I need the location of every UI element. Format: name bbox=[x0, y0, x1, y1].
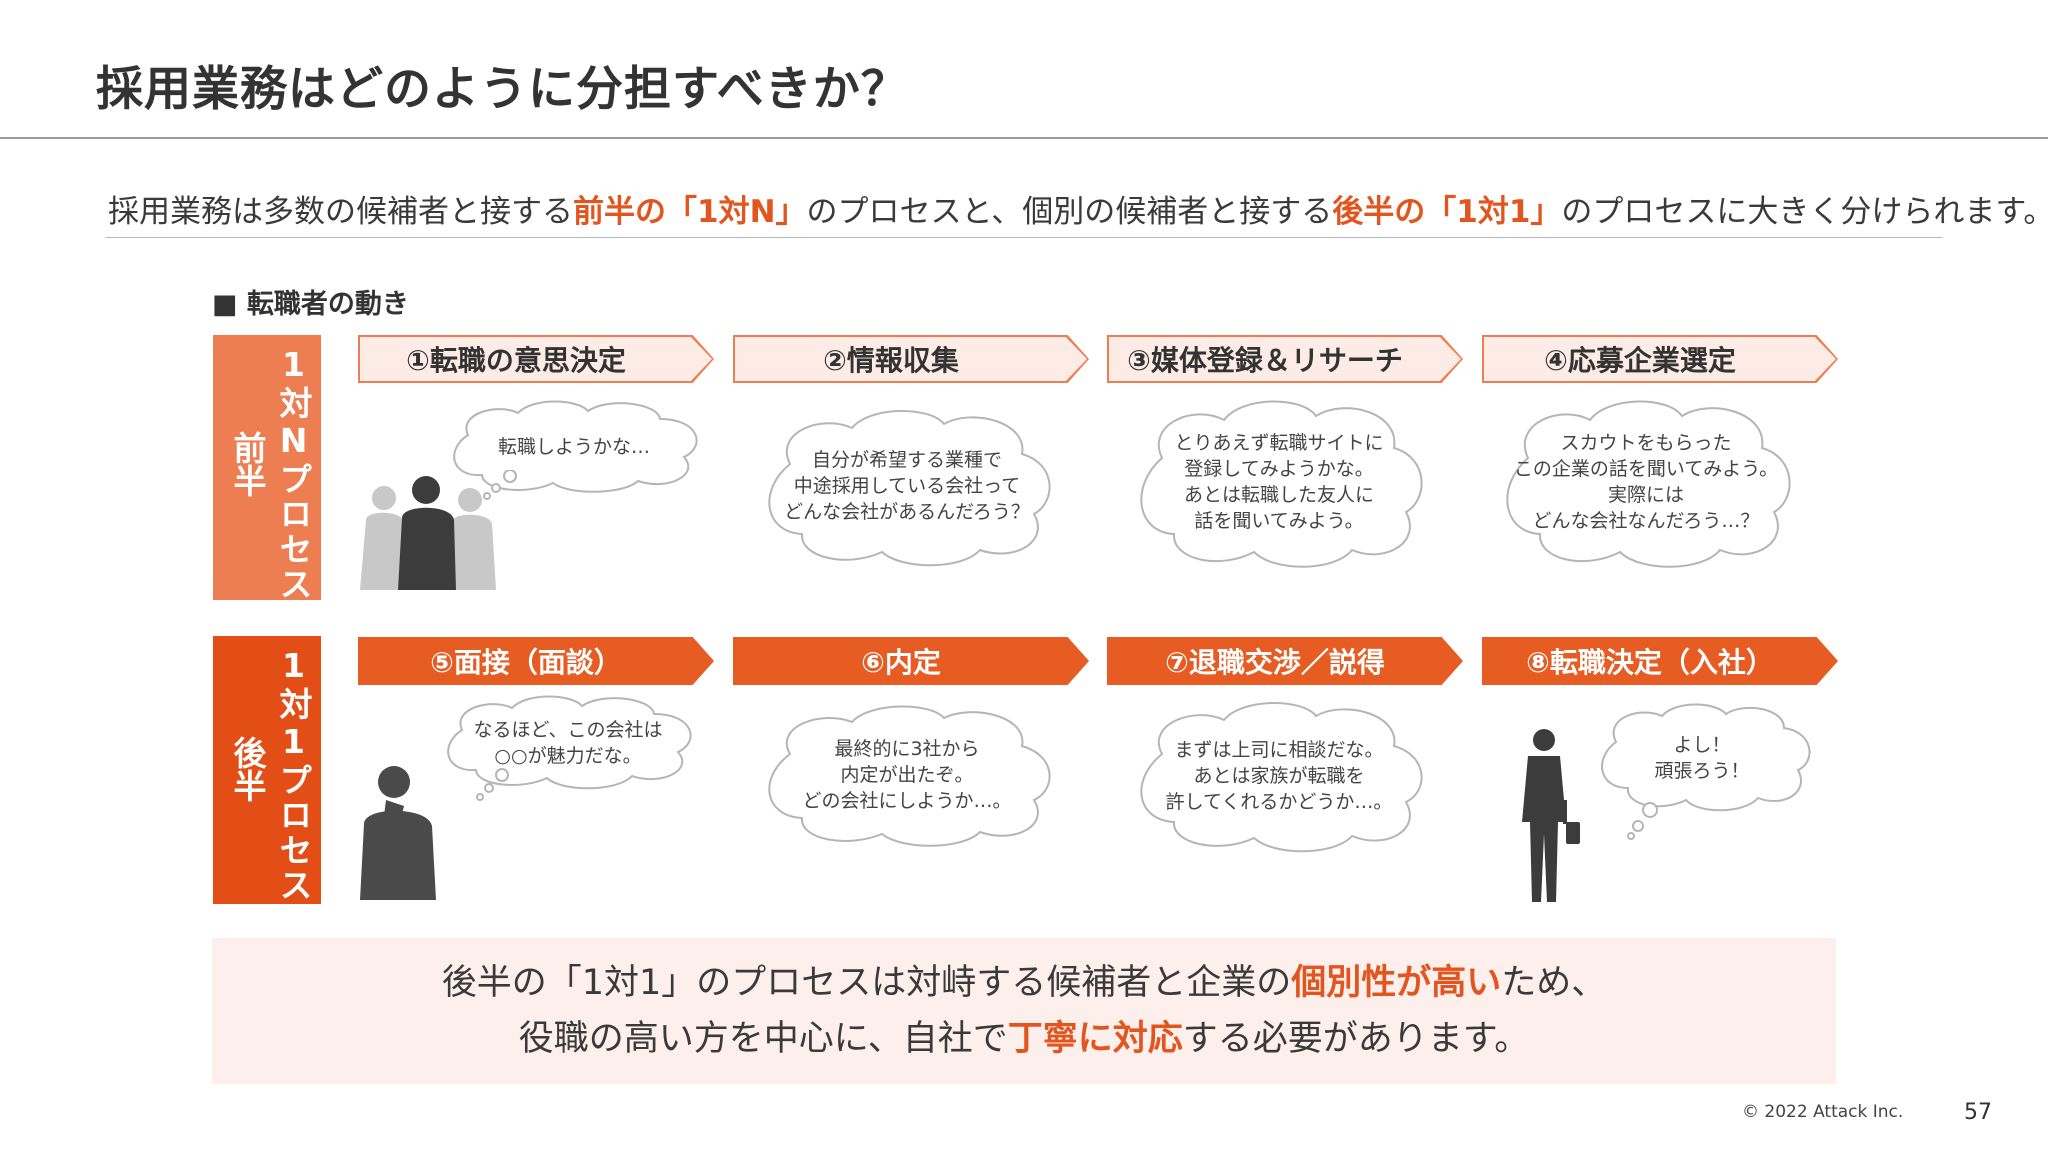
thought-bubble-1: 転職しようかな… bbox=[438, 395, 710, 499]
page-number: 57 bbox=[1964, 1100, 1992, 1125]
band-late-phase-label: 後半 bbox=[228, 736, 267, 802]
subtitle-highlight-1: 前半の「1対N」 bbox=[573, 194, 807, 230]
cloud-icon bbox=[447, 695, 692, 790]
step-6-arrow: ⑥内定 bbox=[733, 637, 1089, 685]
conclusion-box bbox=[212, 938, 1836, 1084]
thought-bubble-4: スカウトをもらった この企業の話を聞いてみよう。 実際には どんな会社なんだろう… bbox=[1490, 392, 1802, 572]
thought-bubble-7-text: まずは上司に相談だな。 あとは家族が転職を 許してくれるかどうか…。 bbox=[1165, 739, 1393, 813]
subtitle: 採用業務は多数の候補者と接する前半の「1対N」のプロセスと、個別の候補者と接する… bbox=[108, 186, 2048, 231]
cloud-icon bbox=[1140, 400, 1423, 568]
conclusion-line2-highlight: 丁寧に対応 bbox=[1007, 1019, 1183, 1059]
copyright: © 2022 Attack Inc. bbox=[1742, 1102, 1904, 1122]
cloud-icon bbox=[1601, 703, 1811, 812]
subtitle-part1: 採用業務は多数の候補者と接する bbox=[108, 194, 573, 230]
thought-bubble-3: とりあえず転職サイトに 登録してみようかな。 あとは転職した友人に 話を聞いてみ… bbox=[1124, 392, 1434, 572]
thinking-people-icon bbox=[360, 476, 496, 590]
conclusion-line1-a: 後半の「1対1」のプロセスは対峙する候補者と企業の bbox=[441, 963, 1292, 1003]
cloud-icon bbox=[768, 705, 1051, 847]
step-5-arrow: ⑤面接（面談） bbox=[358, 637, 714, 685]
step-2-arrow: ②情報収集 bbox=[733, 335, 1089, 383]
thought-bubble-8-text: よし！ 頑張ろう！ bbox=[1654, 734, 1750, 782]
step-7-label: ⑦退職交渉／説得 bbox=[1165, 646, 1385, 679]
conclusion-line2-a: 役職の高い方を中心に、自社で bbox=[518, 1019, 1008, 1059]
band-late-process-label: 1対1プロセス bbox=[274, 646, 313, 903]
step-8-label: ⑧転職決定（入社） bbox=[1526, 646, 1774, 679]
cloud-icon bbox=[1506, 400, 1791, 568]
step-5-label: ⑤面接（面談） bbox=[430, 646, 622, 679]
step-8-arrow: ⑧転職決定（入社） bbox=[1482, 637, 1838, 685]
step-1-label: ①転職の意思決定 bbox=[406, 344, 626, 377]
step-7-arrow: ⑦退職交渉／説得 bbox=[1107, 637, 1463, 685]
band-late-phase: 後半 1対1プロセス bbox=[213, 636, 321, 904]
thought-bubble-3-text: とりあえず転職サイトに 登録してみようかな。 あとは転職した友人に 話を聞いてみ… bbox=[1174, 432, 1384, 532]
thought-dots-8 bbox=[1627, 802, 1658, 840]
conclusion-line1-b: ため、 bbox=[1501, 963, 1607, 1003]
cloud-icon bbox=[1140, 701, 1423, 853]
title-divider bbox=[0, 137, 2048, 139]
band-early-phase-label: 前半 bbox=[228, 431, 267, 497]
step-1-arrow: ①転職の意思決定 bbox=[358, 335, 714, 383]
thinking-person-icon bbox=[360, 766, 436, 900]
band-early-phase: 前半 1対Nプロセス bbox=[213, 335, 321, 602]
thought-dots-5 bbox=[476, 768, 509, 801]
conclusion-line1-highlight: 個別性が高い bbox=[1291, 963, 1502, 1003]
cloud-icon bbox=[768, 409, 1051, 567]
subtitle-highlight-2: 後半の「1対1」 bbox=[1332, 194, 1562, 230]
step-4-arrow: ④応募企業選定 bbox=[1482, 335, 1838, 383]
thought-bubble-2: 自分が希望する業種で 中途採用している会社って どんな会社があるんだろう？ bbox=[752, 402, 1062, 570]
subtitle-part2: のプロセスと、個別の候補者と接する bbox=[806, 194, 1333, 230]
thought-bubble-1-text: 転職しようかな… bbox=[497, 436, 650, 458]
step-2-label: ②情報収集 bbox=[823, 344, 959, 377]
section-label: ■ 転職者の動き bbox=[212, 289, 409, 320]
step-3-arrow: ③媒体登録＆リサーチ bbox=[1107, 335, 1463, 383]
step-4-label: ④応募企業選定 bbox=[1544, 344, 1736, 377]
thought-bubble-8: よし！ 頑張ろう！ bbox=[1588, 700, 1816, 816]
thought-bubble-6-text: 最終的に3社から 内定が出たぞ。 どの会社にしようか…。 bbox=[802, 738, 1012, 812]
conclusion-text: 後半の「1対1」のプロセスは対峙する候補者と企業の個別性が高いため、 役職の高い… bbox=[212, 955, 1836, 1067]
businessman-icon bbox=[1522, 729, 1580, 902]
page-title: 採用業務はどのように分担すべきか？ bbox=[96, 62, 909, 117]
thought-dots-1 bbox=[483, 470, 517, 500]
thought-bubble-4-text: スカウトをもらった この企業の話を聞いてみよう。 実際には どんな会社なんだろう… bbox=[1513, 432, 1779, 532]
subtitle-divider bbox=[106, 237, 1942, 238]
band-early-process-label: 1対Nプロセス bbox=[274, 345, 313, 602]
thought-bubble-6: 最終的に3社から 内定が出たぞ。 どの会社にしようか…。 bbox=[752, 700, 1062, 850]
thought-bubble-5: なるほど、この会社は ○○が魅力だな。 bbox=[432, 692, 704, 794]
subtitle-part3: のプロセスに大きく分けられます。 bbox=[1561, 194, 2048, 230]
step-6-label: ⑥内定 bbox=[861, 646, 941, 679]
thought-bubble-5-text: なるほど、この会社は ○○が魅力だな。 bbox=[473, 719, 663, 767]
step-3-label: ③媒体登録＆リサーチ bbox=[1127, 344, 1403, 377]
conclusion-line2-b: する必要があります。 bbox=[1182, 1019, 1530, 1059]
thought-bubble-7: まずは上司に相談だな。 あとは家族が転職を 許してくれるかどうか…。 bbox=[1124, 696, 1434, 856]
thought-bubble-2-text: 自分が希望する業種で 中途採用している会社って どんな会社があるんだろう？ bbox=[784, 449, 1030, 523]
